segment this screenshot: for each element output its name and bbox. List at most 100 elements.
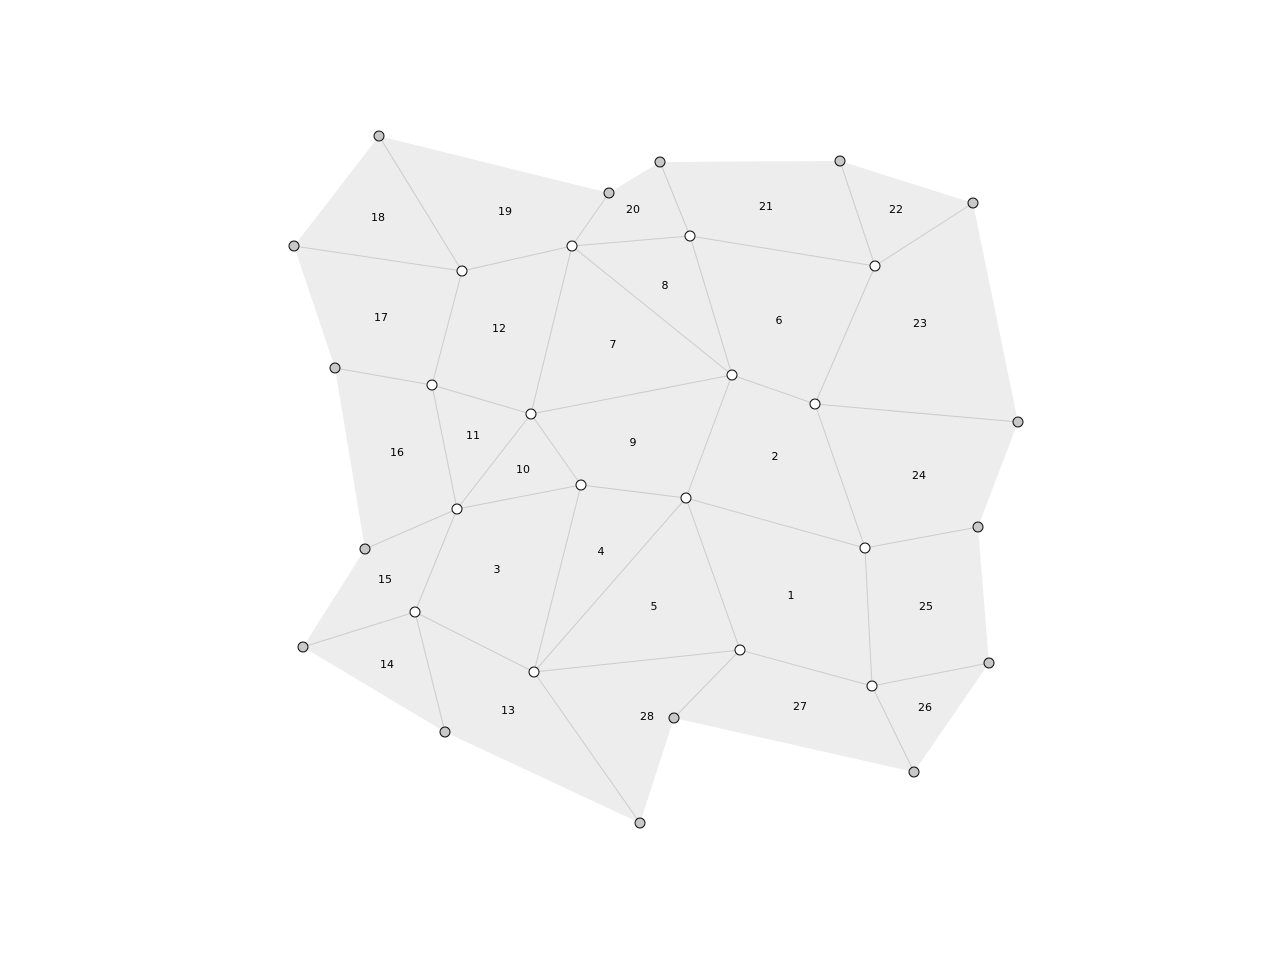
mesh-edge: [293, 245, 463, 272]
face-label: 11: [466, 429, 480, 442]
boundary-node: [834, 155, 846, 167]
face-label: 18: [371, 211, 385, 224]
boundary-node: [634, 817, 646, 829]
mesh-edge: [814, 265, 876, 405]
mesh-edge: [414, 611, 446, 733]
face-label: 3: [494, 563, 501, 576]
face-label: 6: [776, 314, 783, 327]
mesh-edge: [530, 374, 733, 415]
mesh-edge: [871, 685, 915, 773]
mesh-edge: [864, 526, 979, 549]
mesh-edge: [533, 497, 687, 673]
mesh-edge: [571, 245, 733, 376]
mesh-edge: [378, 135, 463, 272]
interior-node: [566, 240, 578, 252]
mesh-edge: [731, 374, 816, 405]
mesh-edge: [814, 403, 1019, 423]
face-label: 14: [380, 658, 394, 671]
mesh-edge: [456, 413, 532, 510]
face-label: 25: [919, 600, 933, 613]
interior-node: [528, 666, 540, 678]
mesh-edge: [685, 497, 866, 549]
mesh-edge: [673, 649, 741, 719]
mesh-edge: [685, 374, 733, 499]
interior-node: [456, 265, 468, 277]
face-label: 2: [772, 450, 779, 463]
face-label: 26: [918, 701, 932, 714]
face-label: 16: [390, 446, 404, 459]
mesh-edge: [431, 270, 463, 386]
face-label: 9: [630, 436, 637, 449]
mesh-edge: [456, 484, 582, 510]
mesh-edge: [874, 202, 974, 267]
mesh-edge: [571, 192, 610, 247]
mesh-edge: [571, 235, 691, 247]
face-label: 7: [610, 338, 617, 351]
face-label: 17: [374, 311, 388, 324]
boundary-node: [373, 130, 385, 142]
mesh-edge: [533, 671, 641, 824]
mesh-edge: [414, 508, 458, 613]
mesh-edge: [364, 508, 458, 550]
interior-node: [859, 542, 871, 554]
mesh-edge: [580, 484, 687, 499]
mesh-edge: [739, 649, 873, 687]
face-label: 28: [640, 710, 654, 723]
boundary-node: [329, 362, 341, 374]
interior-node: [451, 503, 463, 515]
boundary-node: [297, 641, 309, 653]
boundary-node: [439, 726, 451, 738]
face-label: 23: [913, 317, 927, 330]
mesh-edge: [431, 384, 532, 415]
mesh-edge: [839, 160, 876, 267]
mesh-region: [294, 136, 1018, 823]
face-label: 5: [651, 600, 658, 613]
boundary-node: [668, 712, 680, 724]
face-label: 8: [662, 279, 669, 292]
boundary-node: [967, 197, 979, 209]
mesh-edge: [334, 367, 433, 386]
mesh-edge: [689, 235, 876, 267]
boundary-node: [654, 156, 666, 168]
boundary-node: [972, 521, 984, 533]
mesh-edge: [814, 403, 866, 549]
mesh-edge: [685, 497, 741, 651]
mesh-edge: [659, 161, 691, 237]
face-label: 21: [759, 200, 773, 213]
interior-node: [684, 230, 696, 242]
mesh-edge: [461, 245, 573, 272]
face-label: 4: [598, 545, 605, 558]
face-label: 19: [498, 205, 512, 218]
interior-node: [426, 379, 438, 391]
mesh-edge: [530, 245, 573, 415]
mesh-edge: [871, 662, 990, 687]
face-label: 13: [501, 704, 515, 717]
boundary-node: [1012, 416, 1024, 428]
mesh-edge: [530, 413, 582, 486]
mesh-edge: [533, 649, 741, 673]
mesh-edge: [864, 547, 873, 687]
mesh-edge: [533, 484, 582, 673]
mesh-edge: [414, 611, 535, 673]
face-label: 1: [788, 589, 795, 602]
face-label: 22: [889, 203, 903, 216]
boundary-node: [983, 657, 995, 669]
interior-node: [866, 680, 878, 692]
interior-node: [525, 408, 537, 420]
interior-node: [680, 492, 692, 504]
interior-node: [409, 606, 421, 618]
interior-node: [726, 369, 738, 381]
boundary-node: [359, 543, 371, 555]
boundary-node: [603, 187, 615, 199]
mesh-edges: [293, 135, 1019, 824]
boundary-node: [908, 766, 920, 778]
interior-node: [734, 644, 746, 656]
face-label: 10: [516, 463, 530, 476]
face-label: 20: [626, 203, 640, 216]
face-label: 15: [378, 573, 392, 586]
interior-node: [575, 479, 587, 491]
boundary-node: [288, 240, 300, 252]
mesh-edge: [431, 384, 458, 510]
